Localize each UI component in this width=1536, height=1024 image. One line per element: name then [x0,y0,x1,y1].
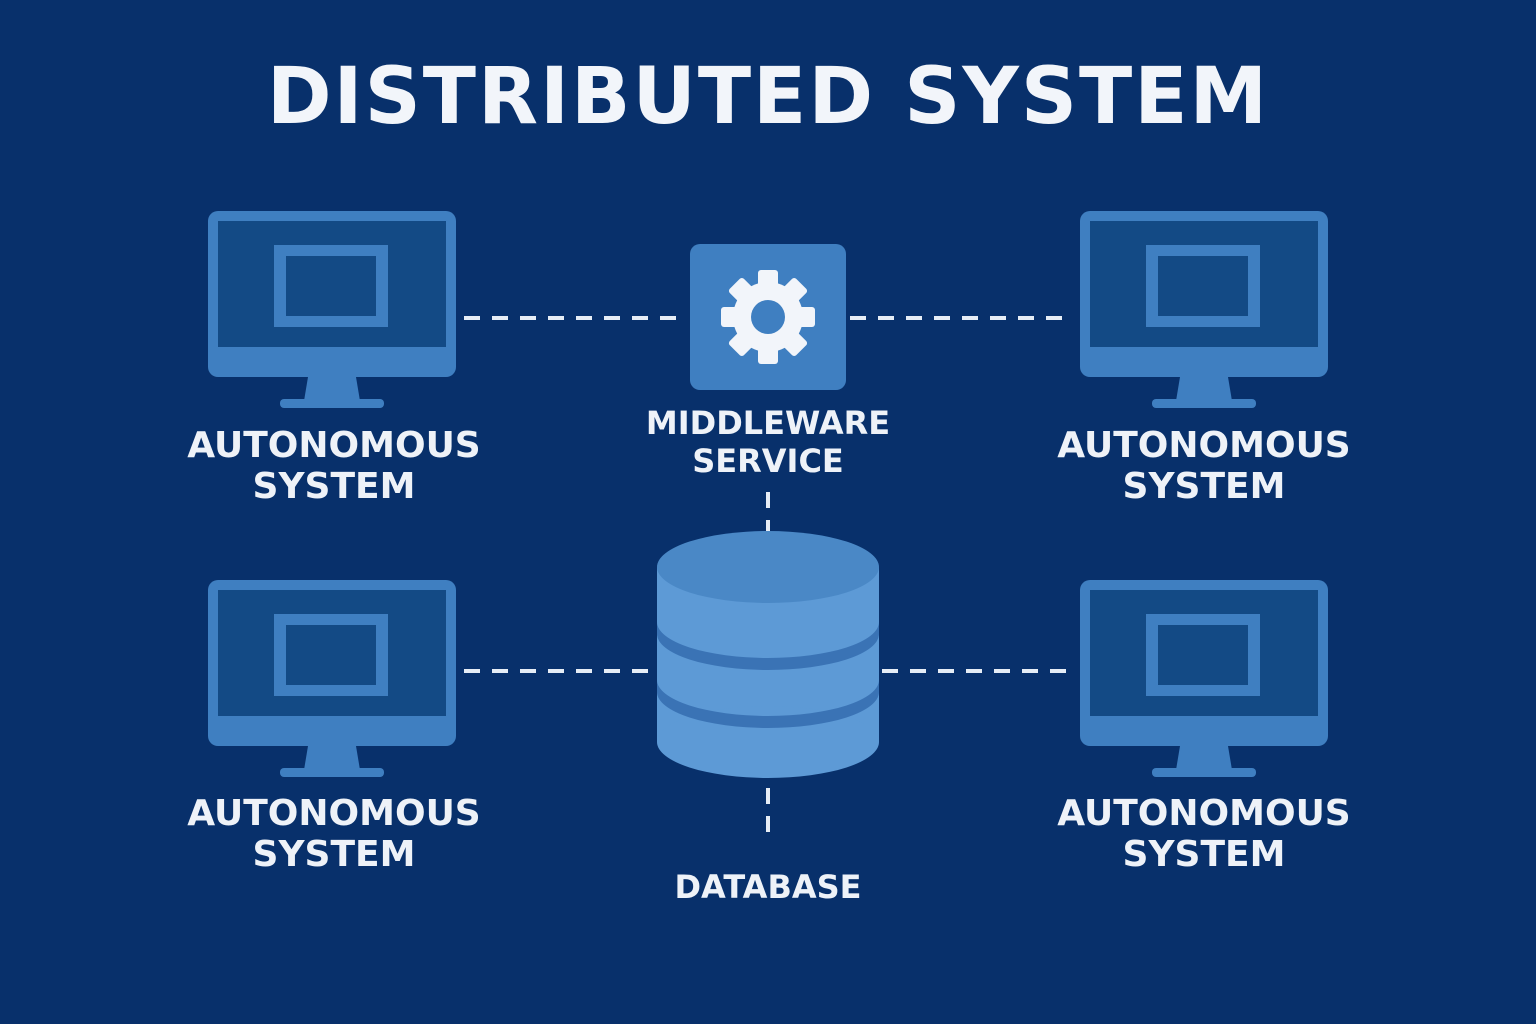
label-middleware-service: MIDDLEWARE SERVICE [645,404,891,480]
label-system-top-right: AUTONOMOUS SYSTEM [1057,425,1351,507]
connectors [464,316,1074,840]
label-system-bottom-right: AUTONOMOUS SYSTEM [1057,793,1351,875]
label-system-bottom-left: AUTONOMOUS SYSTEM [187,793,481,875]
label-system-top-left: AUTONOMOUS SYSTEM [187,425,481,507]
diagram-title: DISTRIBUTED SYSTEM [266,52,1270,142]
database-icon [657,531,879,778]
monitor-icon-top-right [1080,211,1328,408]
middleware-gear-icon [690,244,846,390]
monitor-icon-bottom-left [208,580,456,777]
monitor-icon-top-left [208,211,456,408]
label-database: DATABASE [674,868,862,906]
monitor-icon-bottom-right [1080,580,1328,777]
